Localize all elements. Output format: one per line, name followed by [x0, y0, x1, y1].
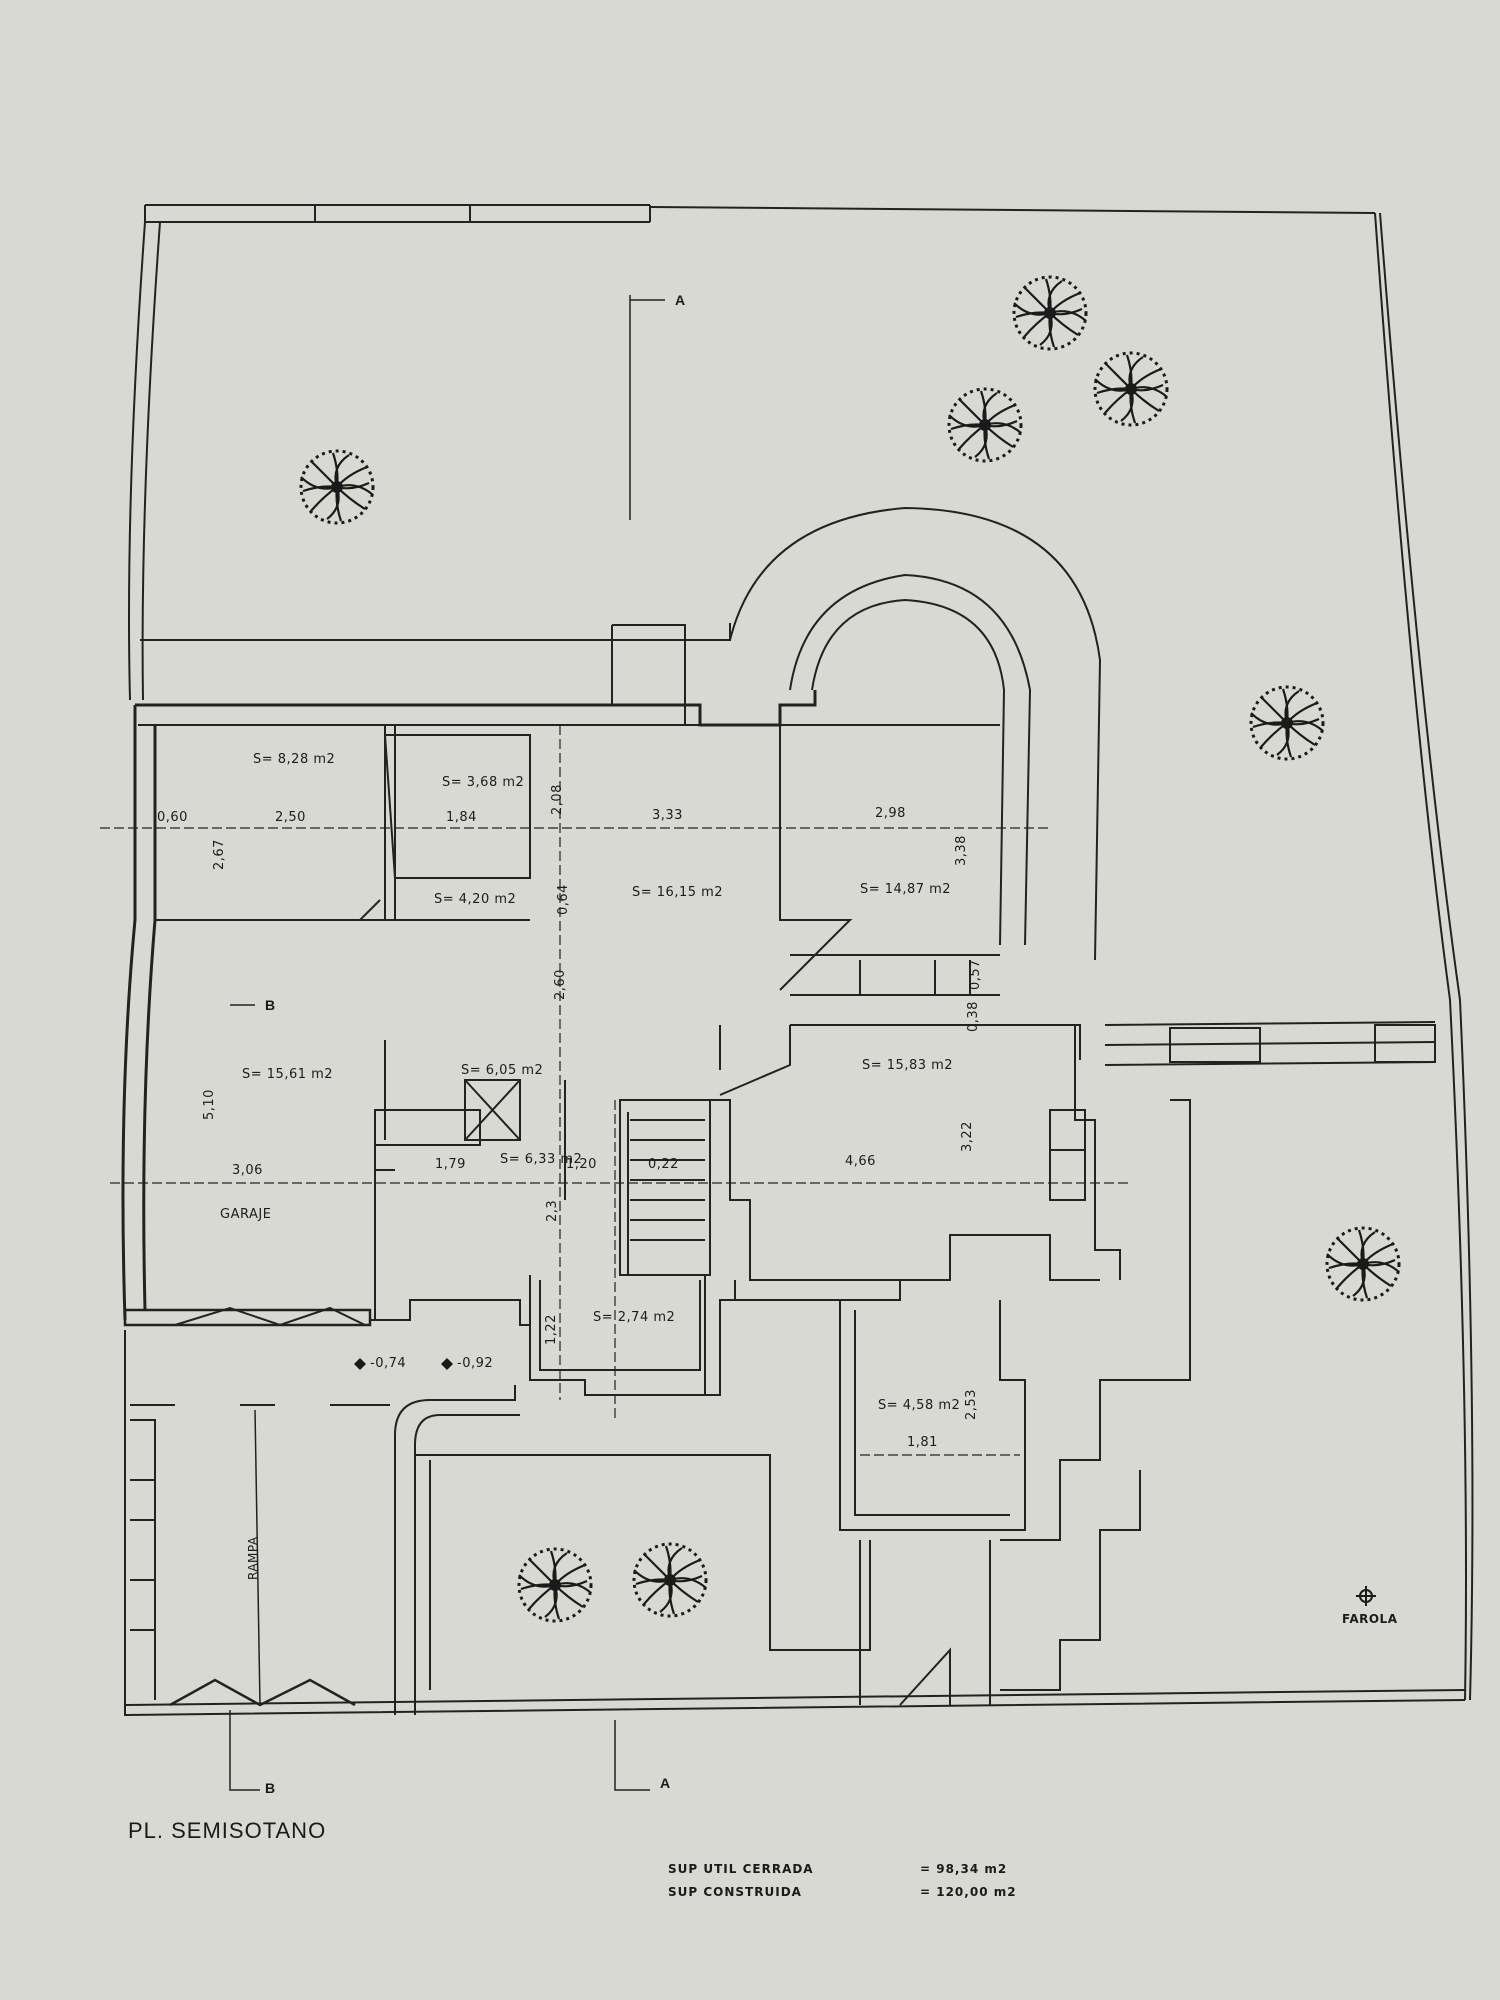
dimension-label: 0,57: [968, 959, 983, 990]
level-marker: -0,92: [457, 1356, 494, 1371]
dimension-label: 1,84: [446, 810, 477, 825]
room-area-label: S= 2,74 m2: [593, 1310, 676, 1325]
dimension-label: 1,20: [566, 1157, 597, 1172]
room-area-label: S= 15,61 m2: [242, 1067, 334, 1082]
section-marker-a-top: A: [675, 292, 686, 308]
dimension-label: 0,64: [556, 884, 571, 915]
dimension-label: 2,98: [875, 806, 906, 821]
dimension-label: 5,10: [202, 1089, 217, 1120]
dimension-label: 1,22: [544, 1314, 559, 1345]
dimension-label: 3,06: [232, 1163, 263, 1178]
section-marker-b-garage: B: [265, 997, 276, 1013]
section-marker-a-bottom: A: [660, 1775, 671, 1791]
dimension-label: 0,38: [966, 1001, 981, 1032]
room-area-label: S= 6,33 m2: [500, 1152, 583, 1167]
dimension-label: 2,67: [212, 839, 227, 870]
room-area-label: S= 8,28 m2: [253, 752, 336, 767]
dimension-label: 1,81: [907, 1435, 938, 1450]
tree-icons: [299, 275, 1401, 1623]
level-marker: -0,74: [370, 1356, 407, 1371]
ramp-label: RAMPA: [246, 1536, 260, 1580]
dimension-label: 0,22: [648, 1157, 679, 1172]
summary-label: SUP CONSTRUIDA: [668, 1885, 802, 1899]
room-area-label: S= 15,83 m2: [862, 1058, 954, 1073]
summary-value: = 120,00 m2: [920, 1885, 1017, 1899]
dimension-label: 4,66: [845, 1154, 876, 1169]
room-area-label: S= 3,68 m2: [442, 775, 525, 790]
summary-useful-area: SUP UTIL CERRADA = 98,34 m2: [668, 1862, 1006, 1876]
dimension-label: 2,08: [550, 784, 565, 815]
dimension-label: 2,3: [545, 1199, 560, 1222]
section-marker-b-bottom: B: [265, 1780, 276, 1796]
dimension-label: 2,60: [553, 969, 568, 1000]
room-area-label: S= 14,87 m2: [860, 882, 952, 897]
lamp-label: FAROLA: [1342, 1612, 1398, 1626]
plan-title: PL. SEMISOTANO: [128, 1818, 327, 1843]
summary-label: SUP UTIL CERRADA: [668, 1862, 814, 1876]
room-area-label: S= 6,05 m2: [461, 1063, 544, 1078]
dimension-label: 3,22: [960, 1121, 975, 1152]
room-name-garage: GARAJE: [220, 1207, 272, 1222]
dimension-label: 3,33: [652, 808, 683, 823]
dimension-label: 2,50: [275, 810, 306, 825]
summary-value: = 98,34 m2: [920, 1862, 1008, 1876]
dimension-label: 1,79: [435, 1157, 466, 1172]
summary-built-area: SUP CONSTRUIDA = 120,00 m2: [668, 1885, 1016, 1899]
dimension-label: 0,60: [157, 810, 188, 825]
room-area-label: S= 4,58 m2: [878, 1398, 961, 1413]
room-area-label: S= 16,15 m2: [632, 885, 724, 900]
dimension-label: 3,38: [954, 835, 969, 866]
room-area-label: S= 4,20 m2: [434, 892, 517, 907]
dimension-label: 2,53: [964, 1389, 979, 1420]
